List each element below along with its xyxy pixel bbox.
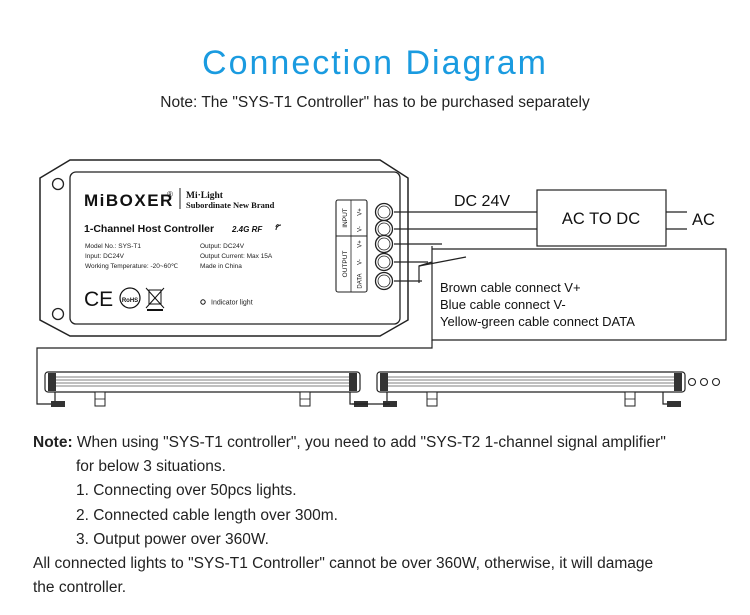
terminal-screw-inner-icon [377,205,391,219]
callout-leader [418,256,467,267]
spec-made-in: Made in China [200,263,242,270]
light-bar-housing [376,371,686,393]
light-bar-endcap [349,373,357,391]
note-footer: All connected lights to "SYS-T1 Controll… [33,555,654,573]
wiring-note-brown: Brown cable connect V+ [440,280,581,295]
brand-logo: MiBOXER [84,191,174,210]
note-footer: the controller. [33,579,127,597]
sub-brand-title: Mi·Light [186,191,224,201]
wiring-note-yellow-green: Yellow-green cable connect DATA [440,314,635,329]
wiring-note-callout [431,248,727,341]
terminal-label: DATA [358,273,364,288]
connection-diagram: MiBOXER ® Mi·Light Subordinate New Brand… [36,159,727,407]
terminal-label-strip [335,199,368,293]
wifi-signal-icon [275,224,282,231]
terminal-screw-inner-icon [377,274,391,288]
terminal-screw-inner-icon [377,255,391,269]
spec-output-voltage: Output: DC24V [200,243,245,250]
spec-working-temp: Working Temperature: -20~60℃ [85,263,179,270]
weee-bin-icon [145,287,165,311]
mounting-hole-icon [51,307,65,321]
light-bar-endcap [48,373,56,391]
main-output-cable [36,340,433,405]
terminal-screw-inner-icon [377,237,391,251]
light-bar-endcap [380,373,388,391]
light-bar [376,371,686,407]
wiring-note-blue: Blue cable connect V- [440,297,566,312]
dc-voltage-label: DC 24V [454,193,510,210]
note-line-1: Note: When using "SYS-T1 controller", yo… [33,431,733,455]
indicator-label: Indicator light [211,300,253,307]
ac-to-dc-converter [536,189,667,247]
diagram-title: Connection Diagram [202,44,548,82]
light-bar [44,371,368,407]
light-bar-housing [44,371,361,393]
registered-mark: ® [167,190,173,199]
spec-input: Input: DC24V [85,253,125,260]
terminal-label: V+ [358,240,364,248]
continuation-dots-icon [687,377,721,387]
terminal-label: V- [358,259,364,265]
note-item: 1. Connecting over 50pcs lights. [76,482,297,500]
input-group-label: INPUT [342,208,349,228]
product-name: 1-Channel Host Controller [84,223,214,235]
controller-device: MiBOXER ® Mi·Light Subordinate New Brand… [39,159,409,337]
terminal-label: V+ [358,208,364,216]
ac-input-label: AC [692,211,715,229]
converter-label: AC TO DC [562,210,640,228]
output-group-label: OUTPUT [342,251,349,278]
purchase-note: Note: The "SYS-T1 Controller" has to be … [160,94,590,111]
ce-mark-icon: CE [84,288,113,311]
note-item: 2. Connected cable length over 300m. [76,506,338,524]
cable-connector-icon [667,401,681,407]
controller-label-panel [69,171,401,325]
indicator-light-icon [200,299,206,305]
light-bar-endcap [674,373,682,391]
note-line-2: for below 3 situations. [76,458,226,476]
rohs-icon [119,287,141,309]
terminal-label: V- [358,226,364,232]
mounting-hole-icon [51,177,65,191]
cable-connector-icon [51,401,65,407]
note-prefix: Note: [33,434,73,451]
sub-brand-caption: Subordinate New Brand [186,200,275,210]
installation-notes: Note: When using "SYS-T1 controller", yo… [33,431,733,600]
spec-output-current: Output Current: Max 15A [200,253,273,260]
spec-model: Model No.: SYS-T1 [85,243,141,250]
note-main: When using "SYS-T1 controller", you need… [72,434,666,451]
output-bundle [418,246,433,283]
rohs-label: RoHS [122,298,138,304]
rf-badge: 2.4G RF [231,225,263,234]
note-item: 3. Output power over 360W. [76,530,269,548]
wiring [36,211,727,405]
